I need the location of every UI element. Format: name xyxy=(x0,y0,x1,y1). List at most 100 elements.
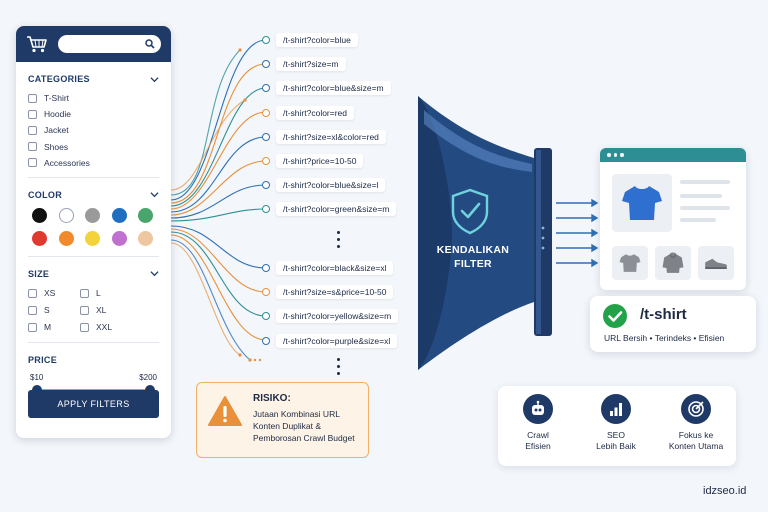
color-swatch[interactable] xyxy=(138,230,153,246)
url-variant: /t-shirt?color=purple&size=xl xyxy=(262,333,398,349)
size-section: SIZE XS L S XL M XXL xyxy=(16,263,171,336)
url-node-dot xyxy=(262,205,270,214)
url-node-dot xyxy=(262,84,270,93)
url-variant: /t-shirt?size=m xyxy=(262,56,346,72)
size-option[interactable]: M xyxy=(28,319,80,335)
color-swatch[interactable] xyxy=(58,207,74,223)
chevron-down-icon[interactable] xyxy=(150,190,159,199)
price-max-label: $200 xyxy=(139,372,157,382)
color-swatch[interactable] xyxy=(32,207,47,223)
url-text: /t-shirt?color=black&size=xl xyxy=(276,261,394,275)
size-option[interactable]: XS xyxy=(28,285,80,301)
tshirt-icon xyxy=(622,186,662,220)
benefit-label: Crawl xyxy=(527,430,549,440)
divider xyxy=(28,341,159,343)
divider xyxy=(28,176,159,178)
color-title: COLOR xyxy=(28,189,62,200)
category-option[interactable]: Shoes xyxy=(28,139,159,155)
url-node-dot xyxy=(262,312,270,321)
slider-max-handle[interactable] xyxy=(145,384,155,395)
url-variant: /t-shirt?color=blue xyxy=(262,32,358,48)
url-variant: /t-shirt?color=blue&size=m xyxy=(262,80,391,96)
price-range-slider[interactable] xyxy=(32,382,155,398)
category-option[interactable]: Jacket xyxy=(28,122,159,138)
size-option[interactable]: XL xyxy=(80,302,132,318)
funnel-label-line: KENDALIKAN xyxy=(436,244,510,256)
checkbox[interactable] xyxy=(80,322,89,332)
benefit-label: Efisien xyxy=(525,441,551,451)
color-swatch[interactable] xyxy=(85,230,100,246)
text-line-placeholder xyxy=(680,206,730,210)
size-option[interactable]: L xyxy=(80,285,132,301)
checkbox[interactable] xyxy=(28,93,37,103)
slider-min-handle[interactable] xyxy=(32,384,42,395)
checkbox[interactable] xyxy=(80,305,89,315)
bar-chart-icon xyxy=(601,394,631,424)
url-text: /t-shirt?color=blue xyxy=(276,33,358,47)
shopping-cart-icon[interactable] xyxy=(26,35,48,53)
categories-section: CATEGORIES T-Shirt Hoodie Jacket Shoes A… xyxy=(16,68,171,171)
hoodie-icon xyxy=(662,252,684,273)
category-option[interactable]: Hoodie xyxy=(28,106,159,122)
checkbox[interactable] xyxy=(80,288,89,298)
clean-url: /t-shirt xyxy=(640,306,687,323)
url-text: /t-shirt?color=red xyxy=(276,105,355,120)
url-text: /t-shirt?color=blue&size=l xyxy=(276,178,386,193)
checkbox[interactable] xyxy=(28,158,37,168)
price-min-label: $10 xyxy=(30,372,44,382)
color-swatch[interactable] xyxy=(111,207,127,223)
color-header[interactable]: COLOR xyxy=(28,184,159,206)
category-option[interactable]: Accessories xyxy=(28,155,159,171)
url-variant: /t-shirt?color=yellow&size=m xyxy=(262,308,399,324)
checkbox[interactable] xyxy=(28,322,37,332)
color-swatch[interactable] xyxy=(85,207,100,223)
url-node-dot xyxy=(262,264,270,272)
checkbox[interactable] xyxy=(28,125,37,135)
url-node-dot xyxy=(262,36,270,44)
risk-callout: RISIKO: Jutaan Kombinasi URL Konten Dupl… xyxy=(196,382,369,458)
size-option[interactable]: S xyxy=(28,302,80,318)
url-node-dot xyxy=(262,288,270,297)
shoe-icon xyxy=(705,258,727,269)
apply-filters-button[interactable]: APPLY FILTERS xyxy=(28,390,159,418)
url-text: /t-shirt?size=xl&color=red xyxy=(276,129,386,144)
url-node-dot xyxy=(262,181,270,190)
chevron-down-icon[interactable] xyxy=(150,75,159,84)
product-thumb xyxy=(698,246,734,280)
brand-watermark: idzseo.id xyxy=(703,485,747,497)
size-header[interactable]: SIZE xyxy=(28,263,159,285)
color-swatch[interactable] xyxy=(138,207,153,223)
url-text: /t-shirt?color=yellow&size=m xyxy=(276,309,399,324)
funnel-label-line: FILTER xyxy=(454,258,492,270)
price-section: PRICE $10 $200 xyxy=(16,349,171,398)
benefit-label: Konten Utama xyxy=(668,441,724,451)
product-thumb xyxy=(612,246,648,280)
url-variant: /t-shirt?color=black&size=xl xyxy=(262,260,394,276)
color-swatch[interactable] xyxy=(111,230,127,246)
search-icon[interactable] xyxy=(145,39,155,49)
category-option[interactable]: T-Shirt xyxy=(28,90,159,106)
checkbox[interactable] xyxy=(28,305,37,315)
search-input[interactable] xyxy=(58,35,161,53)
filter-panel: CATEGORIES T-Shirt Hoodie Jacket Shoes A… xyxy=(16,26,171,438)
url-node-dot xyxy=(262,132,270,141)
color-swatch[interactable] xyxy=(32,230,47,246)
url-text: /t-shirt?color=blue&size=m xyxy=(276,81,391,96)
funnel-label: KENDALIKAN FILTER xyxy=(428,243,518,271)
color-swatch[interactable] xyxy=(58,230,74,246)
size-option[interactable]: XXL xyxy=(80,319,132,335)
url-text: /t-shirt?color=purple&size=xl xyxy=(276,333,398,348)
color-swatches xyxy=(28,206,159,250)
checkbox[interactable] xyxy=(28,142,37,152)
price-title: PRICE xyxy=(28,354,58,365)
text-line-placeholder xyxy=(680,194,722,198)
categories-header[interactable]: CATEGORIES xyxy=(28,68,159,90)
url-variant: /t-shirt?size=xl&color=red xyxy=(262,129,386,145)
categories-title: CATEGORIES xyxy=(28,74,90,84)
size-title: SIZE xyxy=(28,268,50,279)
chevron-down-icon[interactable] xyxy=(150,269,159,278)
warning-icon xyxy=(208,396,242,426)
benefit-label: Fokus ke xyxy=(678,430,714,440)
checkbox[interactable] xyxy=(28,288,37,298)
checkbox[interactable] xyxy=(28,109,37,119)
